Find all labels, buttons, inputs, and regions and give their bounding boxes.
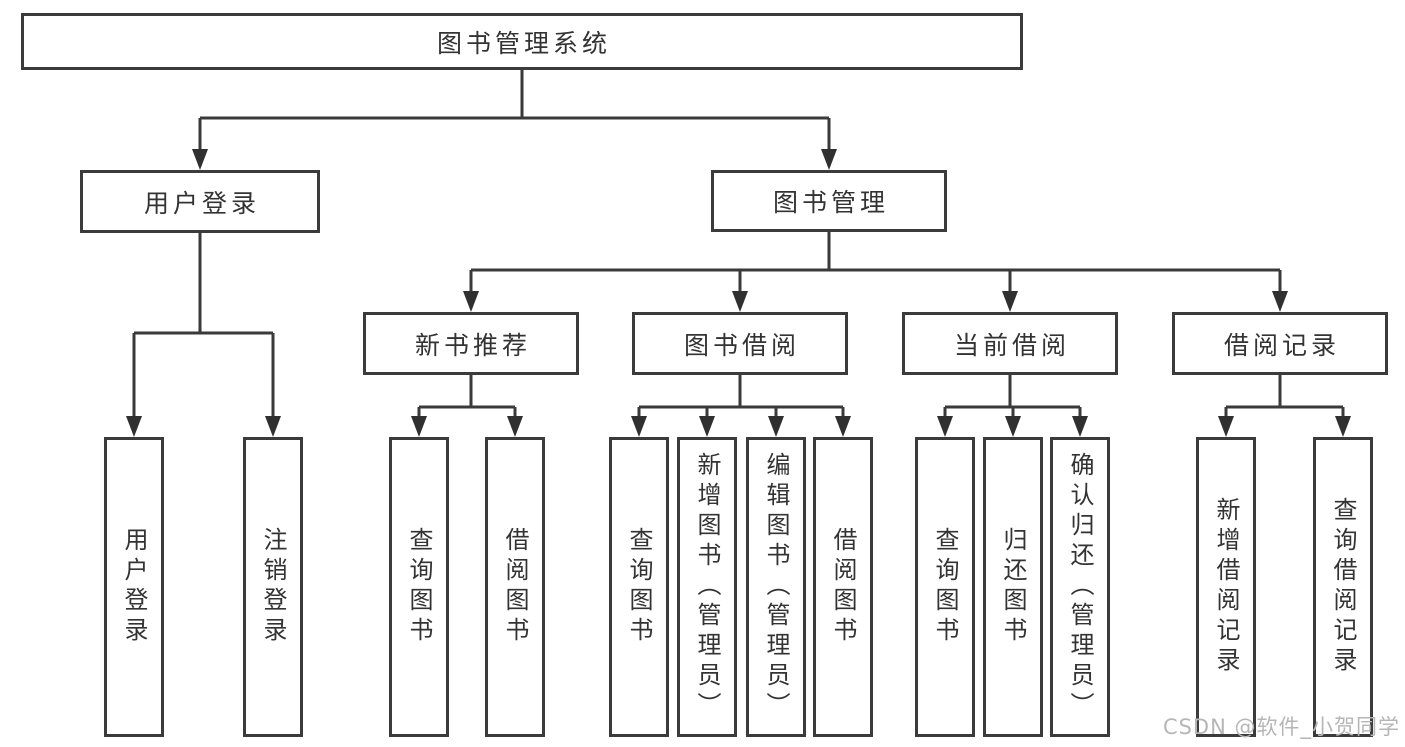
leaf-edit-book-admin: 编辑图书（管理员） — [746, 437, 806, 737]
connector-book-borrow-split — [637, 375, 845, 421]
arrow-icon — [265, 416, 281, 437]
leaf-query-books-current: 查询图书 — [915, 437, 975, 737]
arrow-icon — [126, 416, 142, 437]
connector-root-split — [198, 70, 831, 154]
leaf-borrow-books-recommend: 借阅图书 — [485, 437, 545, 737]
leaf-borrow-books-borrowing: 借阅图书 — [813, 437, 873, 737]
csdn-watermark: CSDN @软件_小贺同学 — [1162, 715, 1400, 739]
arrow-icon — [1335, 416, 1351, 437]
node-new-book-recommendation: 新书推荐 — [363, 312, 579, 375]
arrow-icon — [821, 149, 837, 170]
arrow-icon — [1072, 416, 1088, 437]
leaf-confirm-return-admin: 确认归还（管理员） — [1050, 437, 1110, 737]
arrow-icon — [507, 416, 523, 437]
connector-new-book-split — [417, 375, 517, 421]
node-book-borrowing: 图书借阅 — [632, 312, 848, 375]
arrow-icon — [732, 291, 748, 312]
leaf-query-books-borrowing: 查询图书 — [609, 437, 669, 737]
arrow-icon — [463, 291, 479, 312]
leaf-add-book-admin: 新增图书（管理员） — [677, 437, 737, 737]
arrow-icon — [192, 149, 208, 170]
arrow-icon — [835, 416, 851, 437]
node-library-management-system: 图书管理系统 — [21, 13, 1023, 70]
arrow-icon — [699, 416, 715, 437]
arrow-icon — [1218, 416, 1234, 437]
arrow-icon — [768, 416, 784, 437]
node-user-login: 用户登录 — [80, 170, 320, 233]
arrow-icon — [1272, 291, 1288, 312]
leaf-logout: 注销登录 — [243, 437, 303, 737]
node-book-management: 图书管理 — [711, 170, 947, 232]
node-current-borrowing: 当前借阅 — [902, 312, 1118, 375]
leaf-query-books-recommend: 查询图书 — [389, 437, 449, 737]
connector-current-borrow-split — [943, 375, 1082, 421]
connector-book-management-split — [469, 232, 1282, 296]
arrow-icon — [1005, 416, 1021, 437]
connector-user-login-split — [132, 233, 275, 421]
arrow-icon — [411, 416, 427, 437]
arrow-icon — [631, 416, 647, 437]
arrowheads — [126, 149, 1351, 437]
leaf-add-borrow-record: 新增借阅记录 — [1196, 437, 1256, 737]
node-borrowing-records: 借阅记录 — [1172, 312, 1388, 375]
leaf-query-borrow-record: 查询借阅记录 — [1313, 437, 1373, 737]
leaf-return-books: 归还图书 — [983, 437, 1043, 737]
arrow-icon — [937, 416, 953, 437]
connector-borrow-records-split — [1224, 375, 1345, 421]
arrow-icon — [1002, 291, 1018, 312]
leaf-user-login: 用户登录 — [104, 437, 164, 737]
